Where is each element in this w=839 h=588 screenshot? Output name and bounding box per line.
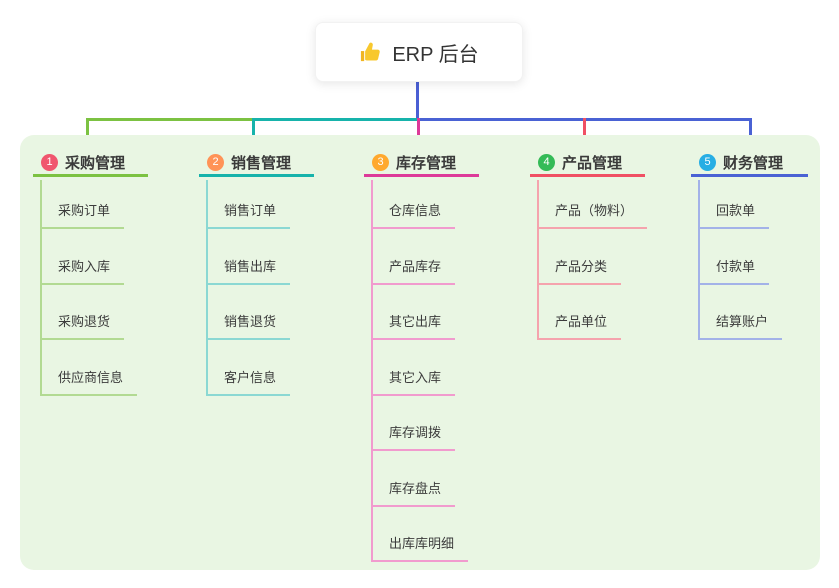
- root-stem-line: [416, 82, 419, 119]
- node-stock-check[interactable]: 库存盘点: [371, 472, 456, 507]
- branch-label: 财务管理: [723, 155, 784, 172]
- branch-node-inventory[interactable]: 3 库存管理: [364, 151, 479, 177]
- node-product-stock[interactable]: 产品库存: [371, 250, 456, 285]
- node-settlement-account[interactable]: 结算账户: [698, 305, 783, 340]
- badge-3: 3: [372, 154, 389, 171]
- branch-child-connector: [40, 180, 42, 396]
- node-purchase-order[interactable]: 采购订单: [40, 194, 125, 229]
- branch-product: 4 产品管理 产品（物料） 产品分类 产品单位: [530, 151, 648, 340]
- branch-child-connector: [371, 180, 373, 562]
- node-sales-order[interactable]: 销售订单: [206, 194, 291, 229]
- badge-4: 4: [538, 154, 555, 171]
- node-product-material[interactable]: 产品（物料）: [537, 194, 648, 229]
- node-payment-bill[interactable]: 付款单: [698, 250, 770, 285]
- branch-label: 销售管理: [231, 155, 292, 172]
- node-other-outbound[interactable]: 其它出库: [371, 305, 456, 340]
- branch-node-sales[interactable]: 2 销售管理: [199, 151, 314, 177]
- node-purchase-return[interactable]: 采购退货: [40, 305, 125, 340]
- branch-finance: 5 财务管理 回款单 付款单 结算账户: [691, 151, 808, 340]
- node-product-category[interactable]: 产品分类: [537, 250, 622, 285]
- badge-2: 2: [207, 154, 224, 171]
- branch-child-connector: [537, 180, 539, 340]
- branch-child-connector: [698, 180, 700, 340]
- branch-node-product[interactable]: 4 产品管理: [530, 151, 645, 177]
- node-stock-transfer[interactable]: 库存调拨: [371, 416, 456, 451]
- branch-drop-line-3: [417, 118, 420, 151]
- node-sales-return[interactable]: 销售退货: [206, 305, 291, 340]
- root-node-label: ERP 后台: [392, 43, 479, 66]
- node-outbound-detail[interactable]: 出库库明细: [371, 527, 469, 562]
- node-purchase-inbound[interactable]: 采购入库: [40, 250, 125, 285]
- branch-inventory: 3 库存管理 仓库信息 产品库存 其它出库 其它入库 库存调拨 库存盘点 出库库…: [364, 151, 479, 562]
- branch-child-connector: [206, 180, 208, 396]
- branch-drop-line-1: [86, 118, 89, 151]
- branch-node-purchase[interactable]: 1 采购管理: [33, 151, 148, 177]
- connector-segment-left: [86, 118, 253, 121]
- branch-label: 产品管理: [562, 155, 623, 172]
- node-supplier-info[interactable]: 供应商信息: [40, 361, 138, 396]
- branch-drop-line-4: [583, 118, 586, 151]
- node-warehouse-info[interactable]: 仓库信息: [371, 194, 456, 229]
- branch-label: 库存管理: [396, 155, 457, 172]
- branch-sales: 2 销售管理 销售订单 销售出库 销售退货 客户信息: [199, 151, 314, 396]
- branch-label: 采购管理: [65, 155, 126, 172]
- badge-1: 1: [41, 154, 58, 171]
- node-product-unit[interactable]: 产品单位: [537, 305, 622, 340]
- branch-purchase: 1 采购管理 采购订单 采购入库 采购退货 供应商信息: [33, 151, 148, 396]
- connector-segment-mid: [253, 118, 418, 121]
- node-other-inbound[interactable]: 其它入库: [371, 361, 456, 396]
- branch-drop-line-2: [252, 118, 255, 151]
- thumbs-up-icon: [361, 42, 381, 61]
- branch-node-finance[interactable]: 5 财务管理: [691, 151, 808, 177]
- badge-5: 5: [699, 154, 716, 171]
- branch-drop-line-5: [749, 118, 752, 151]
- branches-panel: [20, 135, 820, 570]
- node-customer-info[interactable]: 客户信息: [206, 361, 291, 396]
- node-receipt-bill[interactable]: 回款单: [698, 194, 770, 229]
- root-node-erp[interactable]: ERP 后台: [315, 22, 523, 82]
- node-sales-outbound[interactable]: 销售出库: [206, 250, 291, 285]
